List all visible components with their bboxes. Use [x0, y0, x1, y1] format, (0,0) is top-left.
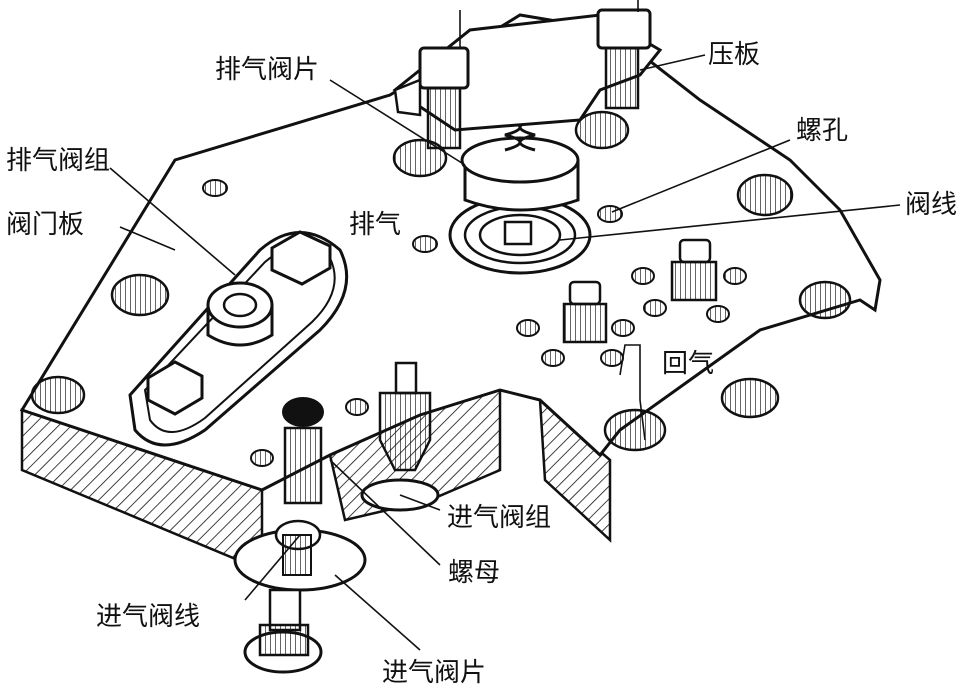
exhaust-valve-group — [128, 230, 349, 447]
large-ports — [30, 110, 852, 452]
label-return-gas: 回气 — [662, 349, 715, 379]
nut-and-intake-plate — [233, 397, 367, 674]
label-intake-valve-plate: 进气阀片 — [382, 658, 487, 688]
label-exhaust-valve-plate: 排气阀片 — [215, 55, 320, 85]
label-pressure-plate: 压板 — [708, 40, 761, 70]
label-valve-plate: 阀门板 — [6, 210, 85, 240]
suction-fittings — [562, 238, 718, 344]
exhaust-valve-assembly — [448, 73, 592, 275]
leader-lines — [109, 0, 901, 651]
label-screw-hole: 螺孔 — [796, 116, 849, 146]
pressure-plate — [392, 8, 663, 150]
label-exhaust-valve-group: 排气阀组 — [6, 146, 111, 176]
label-exhaust: 排气 — [349, 210, 402, 240]
label-intake-valve-group: 进气阀组 — [447, 503, 552, 533]
small-ports — [202, 179, 747, 467]
label-valve-line: 阀线 — [905, 190, 958, 220]
label-intake-valve-line: 进气阀线 — [96, 602, 201, 632]
label-nut: 螺母 — [448, 558, 501, 588]
